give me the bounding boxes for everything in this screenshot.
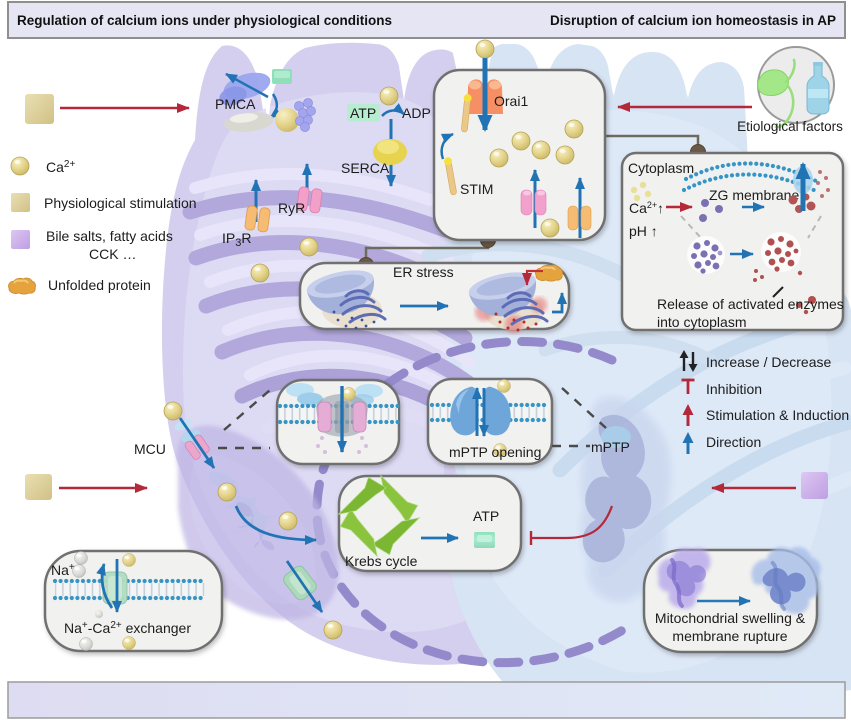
svg-text:STIM: STIM bbox=[460, 181, 493, 197]
svg-text:RyR: RyR bbox=[278, 200, 305, 216]
svg-text:mPTP: mPTP bbox=[591, 439, 630, 455]
svg-text:Ca2+↑: Ca2+↑ bbox=[629, 200, 664, 216]
svg-text:ATP: ATP bbox=[350, 105, 376, 121]
svg-text:CCK …: CCK … bbox=[89, 246, 136, 262]
svg-text:Disruption of calcium ion home: Disruption of calcium ion homeostasis in… bbox=[550, 13, 836, 28]
svg-text:Orai1: Orai1 bbox=[494, 93, 528, 109]
svg-text:ADP: ADP bbox=[402, 105, 431, 121]
svg-text:Physiological stimulation: Physiological stimulation bbox=[44, 195, 197, 211]
svg-text:membrane rupture: membrane rupture bbox=[672, 628, 787, 644]
svg-text:Bile salts, fatty acids: Bile salts, fatty acids bbox=[46, 228, 173, 244]
svg-text:Stimulation & Induction: Stimulation & Induction bbox=[706, 407, 849, 423]
svg-text:Unfolded protein: Unfolded protein bbox=[48, 277, 151, 293]
svg-text:ZG membrane: ZG membrane bbox=[709, 187, 799, 203]
svg-text:Regulation of calcium ions und: Regulation of calcium ions under physiol… bbox=[17, 13, 392, 28]
svg-text:Inhibition: Inhibition bbox=[706, 381, 762, 397]
svg-text:Cytoplasm: Cytoplasm bbox=[628, 160, 694, 176]
svg-text:Etiological factors: Etiological factors bbox=[737, 119, 843, 134]
svg-text:IP3R: IP3R bbox=[222, 230, 251, 249]
svg-text:Na+-Ca2+ exchanger: Na+-Ca2+ exchanger bbox=[64, 620, 191, 636]
svg-text:Krebs cycle: Krebs cycle bbox=[345, 553, 418, 569]
svg-text:PMCA: PMCA bbox=[215, 96, 256, 112]
svg-text:ATP: ATP bbox=[473, 508, 499, 524]
svg-text:ER stress: ER stress bbox=[393, 264, 454, 280]
svg-text:MCU: MCU bbox=[134, 441, 166, 457]
svg-text:Direction: Direction bbox=[706, 434, 761, 450]
svg-text:Release of activated enzymes: Release of activated enzymes bbox=[657, 296, 844, 312]
svg-text:Increase / Decrease: Increase / Decrease bbox=[706, 354, 831, 370]
svg-text:pH ↑: pH ↑ bbox=[629, 223, 658, 239]
svg-text:Ca2+: Ca2+ bbox=[46, 159, 75, 175]
svg-text:into cytoplasm: into cytoplasm bbox=[657, 314, 746, 330]
svg-text:Mitochondrial swelling &: Mitochondrial swelling & bbox=[655, 610, 806, 626]
svg-text:SERCA: SERCA bbox=[341, 160, 390, 176]
svg-text:mPTP opening: mPTP opening bbox=[449, 444, 541, 460]
